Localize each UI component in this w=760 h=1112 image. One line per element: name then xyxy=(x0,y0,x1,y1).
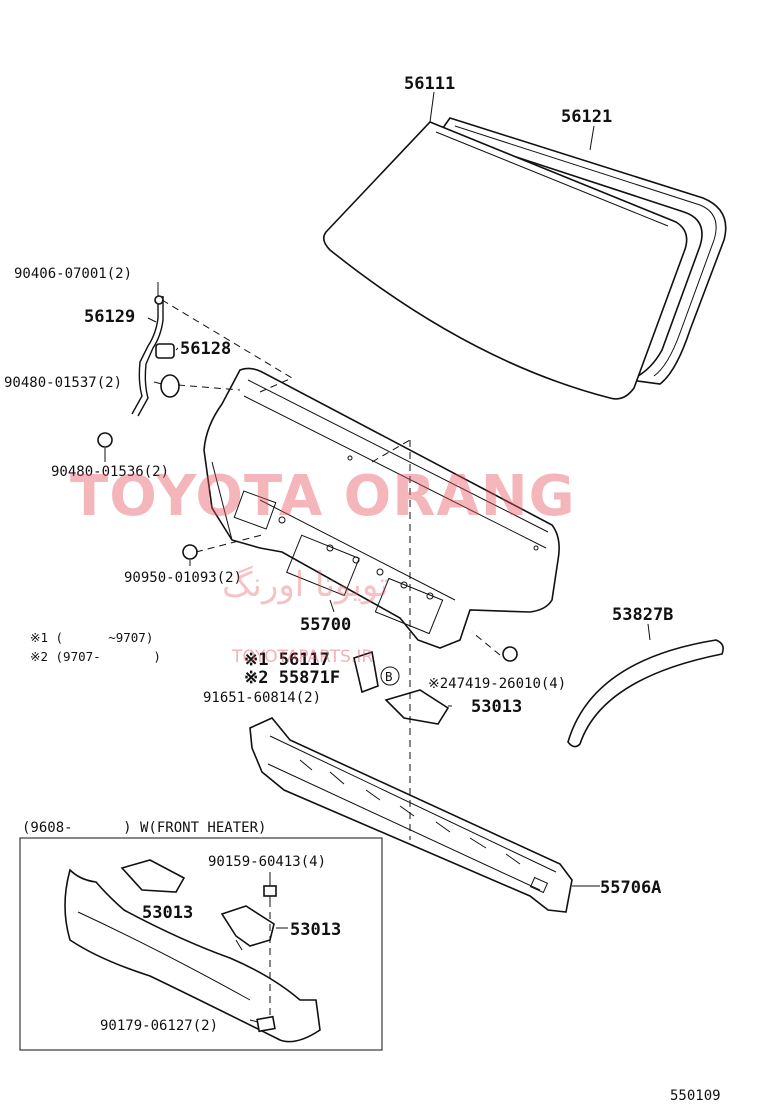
label-part-47419: ※247419-26010(4) xyxy=(428,676,566,692)
windshield-glass-drawing xyxy=(322,121,688,400)
label-clip-90179: 90179-06127(2) xyxy=(100,1018,218,1034)
label-seal-53013: 53013 xyxy=(471,697,522,717)
label-part-55871f: ※2 55871F xyxy=(244,668,340,688)
watermark-arabic: تویوتا اورنگ xyxy=(222,565,389,605)
label-note-2: ※2 (9707- ) xyxy=(30,649,161,664)
bracket-rod-drawing xyxy=(97,295,518,662)
label-louver: 55706A xyxy=(600,878,661,898)
label-clip-90480-01536: 90480-01536(2) xyxy=(51,464,169,480)
watermark-sub: TOYOTAPARTS.IR xyxy=(231,647,373,667)
front-heater-inset xyxy=(19,837,383,1051)
moulding-drawing xyxy=(567,639,724,748)
label-windshield-glass: 56111 xyxy=(404,74,455,94)
label-inset-53013-b: 53013 xyxy=(290,920,341,940)
label-clip-90950: 90950-01093(2) xyxy=(124,570,242,586)
label-bolt-90159: 90159-60413(4) xyxy=(208,854,326,870)
watermark-main: TOYOTA ORANG xyxy=(70,464,576,529)
louver-drawing xyxy=(249,717,573,913)
label-note-1: ※1 ( ~9707) xyxy=(30,630,153,645)
label-screw-top: 90406-07001(2) xyxy=(14,266,132,282)
small-parts-drawing xyxy=(353,650,400,694)
cowl-panel-drawing xyxy=(203,367,560,649)
label-moulding: 53827B xyxy=(612,605,673,625)
label-clip-90480-01537: 90480-01537(2) xyxy=(4,375,122,391)
label-part-91651: 91651-60814(2) xyxy=(203,690,321,706)
label-cowl-panel: 55700 xyxy=(300,615,351,635)
seal-53013-drawing xyxy=(384,689,450,725)
label-marker-b: B xyxy=(385,669,393,684)
label-part-56117: ※1 56117 xyxy=(244,650,330,670)
leader-lines xyxy=(104,91,651,887)
label-heater-title: (9608- ) W(FRONT HEATER) xyxy=(22,820,266,836)
label-weatherstrip: 56121 xyxy=(561,107,612,127)
label-inset-53013-a: 53013 xyxy=(142,903,193,923)
label-bracket-rod: 56129 xyxy=(84,307,135,327)
watermark: TOYOTA ORANG تویوتا اورنگ TOYOTAPARTS.IR xyxy=(70,464,576,667)
label-diagram-code: 550109 xyxy=(670,1088,721,1104)
label-clip-56128: 56128 xyxy=(180,339,231,359)
part-labels: 56111 56121 90406-07001(2) 56129 56128 9… xyxy=(4,74,721,1104)
